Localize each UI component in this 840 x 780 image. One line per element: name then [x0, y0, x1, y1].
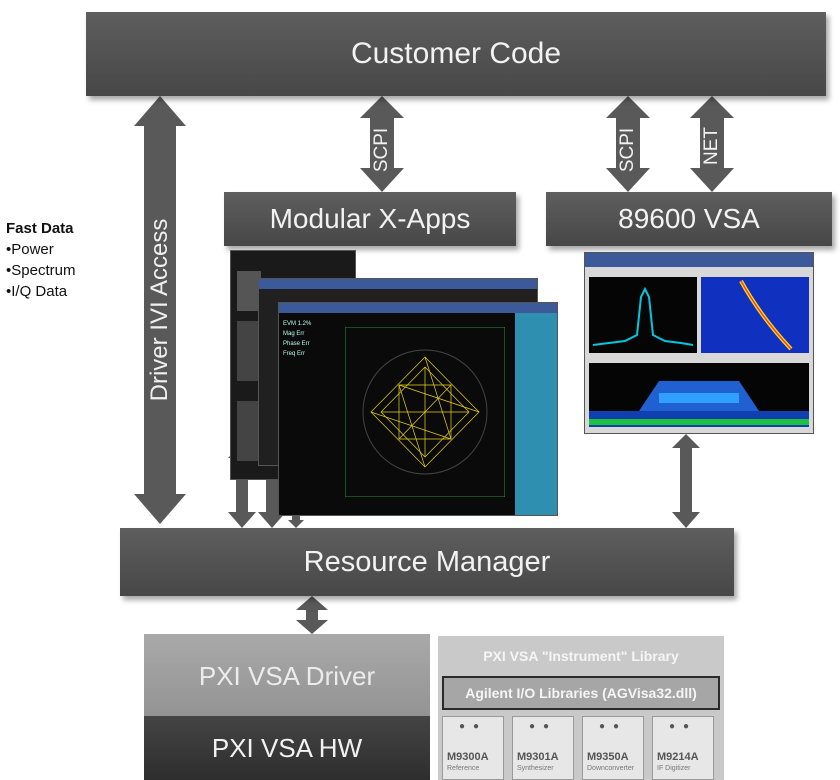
fast-data-title: Fast Data	[6, 220, 74, 237]
agilent-io-libraries-label: Agilent I/O Libraries (AGVisa32.dll)	[465, 685, 697, 701]
xapps-rm-arrow-2	[258, 462, 286, 528]
net-arrow	[690, 96, 734, 192]
instrument-library-panel: PXI VSA "Instrument" Library Agilent I/O…	[438, 636, 724, 780]
module-card: ●● M9350A Downconverter	[582, 716, 644, 780]
modular-xapps-label: Modular X-Apps	[269, 203, 471, 234]
vsa-screenshot	[584, 252, 814, 434]
module-connectors-icon: ●●	[458, 721, 488, 732]
pxi-vsa-hw-label: PXI VSA HW	[211, 732, 363, 763]
module-connectors-icon: ●●	[598, 721, 628, 732]
module-subtitle: Synthesizer	[517, 765, 554, 772]
module-connectors-icon: ●●	[668, 721, 698, 732]
pxi-vsa-driver-box: PXI VSA Driver	[144, 634, 430, 718]
driver-ivi-arrow	[134, 96, 186, 524]
module-card: ●● M9300A Reference	[442, 716, 504, 780]
agilent-io-libraries-box: Agilent I/O Libraries (AGVisa32.dll)	[442, 676, 720, 710]
instrument-library-title: PXI VSA "Instrument" Library	[483, 648, 679, 664]
scpi-left-arrow	[360, 96, 404, 192]
module-connectors-icon: ●●	[528, 721, 558, 732]
pxi-vsa-hw-box: PXI VSA HW	[144, 716, 430, 780]
scpi-right-arrow	[606, 96, 650, 192]
module-subtitle: Downconverter	[587, 765, 635, 772]
fast-data-item: •Spectrum	[6, 262, 76, 279]
fast-data-list: Fast Data •Power •Spectrum •I/Q Data	[6, 218, 75, 302]
spectrogram-plot	[739, 280, 793, 351]
density-spectrum-plot	[589, 381, 809, 427]
module-subtitle: Reference	[447, 765, 480, 772]
fast-data-item: •Power	[6, 241, 54, 258]
rm-driver-arrow	[296, 596, 328, 634]
vsa-89600-box: 89600 VSA	[546, 192, 832, 246]
pxi-vsa-driver-label: PXI VSA Driver	[198, 660, 376, 691]
xapps-rm-arrow-1	[228, 444, 256, 528]
module-name: M9300A	[447, 751, 489, 763]
module-name: M9214A	[657, 751, 699, 763]
resource-manager-label: Resource Manager	[303, 545, 551, 578]
resource-manager-box: Resource Manager	[120, 528, 734, 596]
module-name: M9301A	[517, 751, 559, 763]
module-card: ●● M9214A IF Digitizer	[652, 716, 714, 780]
customer-code-box: Customer Code	[86, 12, 826, 96]
module-subtitle: IF Digitizer	[657, 765, 691, 772]
module-card: ●● M9301A Synthesizer	[512, 716, 574, 780]
customer-code-label: Customer Code	[350, 37, 562, 70]
module-name: M9350A	[587, 751, 629, 763]
spectrum-plot	[592, 286, 694, 346]
constellation-plot	[345, 327, 505, 497]
vsa-89600-label: 89600 VSA	[618, 203, 760, 234]
vsa-rm-arrow	[672, 434, 700, 528]
modular-xapps-box: Modular X-Apps	[224, 192, 516, 246]
fast-data-item: •I/Q Data	[6, 283, 68, 300]
